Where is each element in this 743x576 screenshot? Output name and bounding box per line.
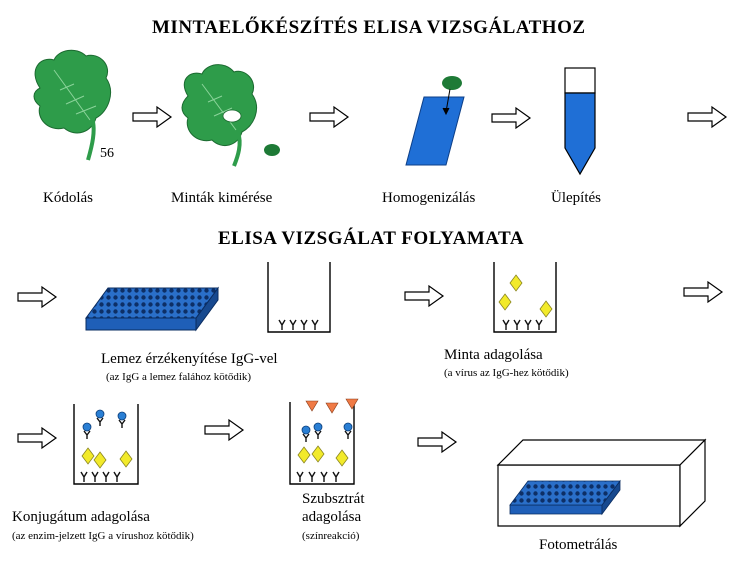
well-substrate-icon [289, 398, 359, 485]
arrow-right-icon [683, 281, 723, 303]
label-coding: Kódolás [43, 190, 93, 206]
note-plate-coating: (az IgG a lemez falához kötődik) [106, 371, 252, 383]
label-substrate-line2: adagolása [302, 509, 362, 525]
note-substrate: (színreakció) [302, 530, 360, 542]
arrow-right-icon [417, 431, 457, 453]
title-elisa: ELISA VIZSGÁLAT FOLYAMATA [218, 228, 525, 249]
arrow-right-icon [491, 107, 531, 129]
label-conjugate: Konjugátum adagolása [12, 509, 150, 525]
arrow-right-icon [687, 106, 727, 128]
label-sample: Minta adagolása [444, 347, 543, 363]
leaf-with-hole-icon [181, 64, 257, 167]
well-virus-icon [493, 262, 557, 333]
note-conjugate: (az enzim-jelzett IgG a vírushoz kötődik… [12, 530, 194, 542]
title-sample-prep: MINTAELŐKÉSZÍTÉS ELISA VIZSGÁLATHOZ [152, 17, 586, 38]
note-sample: (a vírus az IgG-hez kötődik) [444, 367, 569, 379]
arrow-right-icon [404, 285, 444, 307]
arrow-right-icon [132, 106, 172, 128]
label-homogenizing: Homogenizálás [382, 190, 476, 206]
arrow-right-icon [17, 427, 57, 449]
label-settling: Ülepítés [551, 190, 601, 206]
microplate-icon [85, 286, 219, 332]
leaf-disc-icon [264, 144, 280, 156]
label-plate-coating: Lemez érzékenyítése IgG-vel [101, 351, 278, 367]
well-conjugate-icon [73, 404, 139, 485]
label-photometry: Fotometrálás [539, 537, 618, 553]
well-igg-icon [267, 262, 331, 333]
arrow-right-icon [204, 419, 244, 441]
sample-code-number: 56 [100, 146, 114, 161]
photometer-icon [496, 438, 707, 528]
tube-icon [564, 67, 596, 176]
label-weighing: Minták kimérése [171, 190, 273, 206]
arrow-right-icon [17, 286, 57, 308]
arrow-right-icon [309, 106, 349, 128]
homogenize-icon [405, 76, 465, 166]
label-substrate-line1: Szubsztrát [302, 491, 365, 507]
leaf-icon [33, 49, 111, 161]
